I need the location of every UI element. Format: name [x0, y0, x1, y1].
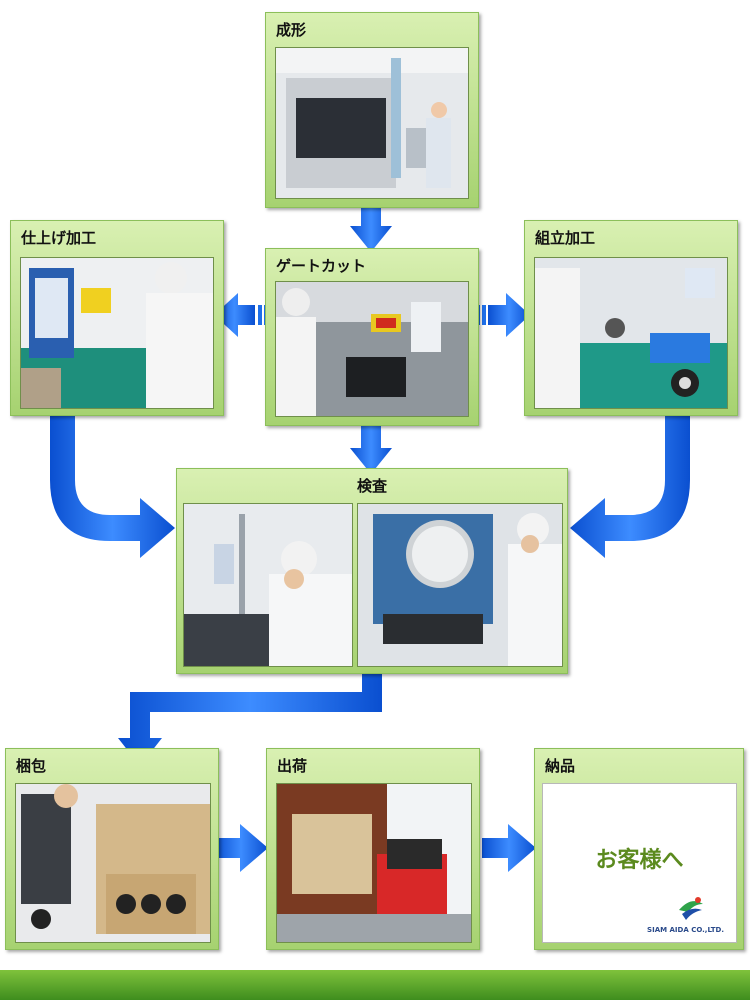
step-title-finishing: 仕上げ加工 — [21, 229, 97, 247]
arrow-down-gatecut-to-inspection — [350, 422, 392, 474]
arrow-curve-finishing-to-inspection — [50, 410, 175, 558]
step-molding: 成形 — [265, 12, 479, 208]
photo-finishing — [20, 257, 214, 409]
arrow-left-gatecut-to-finishing — [214, 293, 255, 337]
arrow-left-dash-1 — [258, 305, 262, 325]
arrow-right-dash-2 — [482, 305, 486, 325]
arrow-curve-assembly-to-inspection — [570, 410, 690, 558]
step-title-packing: 梱包 — [16, 757, 47, 775]
arrow-elbow-inspection-to-packing — [118, 670, 382, 766]
step-title-assembly: 組立加工 — [535, 229, 596, 247]
step-title-inspection: 検査 — [356, 477, 387, 495]
company-logo-text: SIAM AIDA CO.,LTD. — [647, 926, 724, 934]
step-gate-cut: ゲートカット — [265, 248, 479, 426]
step-assembly: 組立加工 — [524, 220, 738, 416]
footer-bar — [0, 970, 750, 1000]
siam-aida-logo-icon — [679, 897, 703, 920]
step-title-molding: 成形 — [276, 21, 307, 39]
step-inspection: 検査 — [176, 468, 568, 674]
photo-gate-cut — [275, 281, 469, 417]
photo-packing — [15, 783, 211, 943]
step-title-delivery: 納品 — [545, 757, 576, 775]
step-packing: 梱包 — [5, 748, 219, 950]
arrow-right-gatecut-to-assembly — [488, 293, 530, 337]
arrow-down-molding-to-gatecut — [350, 200, 392, 252]
step-shipping: 出荷 — [266, 748, 480, 950]
step-finishing: 仕上げ加工 — [10, 220, 224, 416]
photo-shipping — [276, 783, 472, 943]
delivery-panel: お客様へ SIAM AIDA CO.,LTD. — [542, 783, 737, 943]
step-title-gate-cut: ゲートカット — [276, 257, 367, 275]
delivery-message: お客様へ — [595, 848, 684, 873]
photo-inspection-height-gauge — [183, 503, 353, 667]
photo-inspection-profile-projector — [357, 503, 563, 667]
step-delivery: 納品 お客様へ SIAM AIDA CO.,LTD. — [534, 748, 744, 950]
step-title-shipping: 出荷 — [277, 757, 308, 775]
photo-assembly — [534, 257, 728, 409]
arrow-right-packing-to-shipping — [214, 824, 268, 872]
arrow-right-shipping-to-delivery — [482, 824, 536, 872]
photo-molding — [275, 47, 469, 199]
